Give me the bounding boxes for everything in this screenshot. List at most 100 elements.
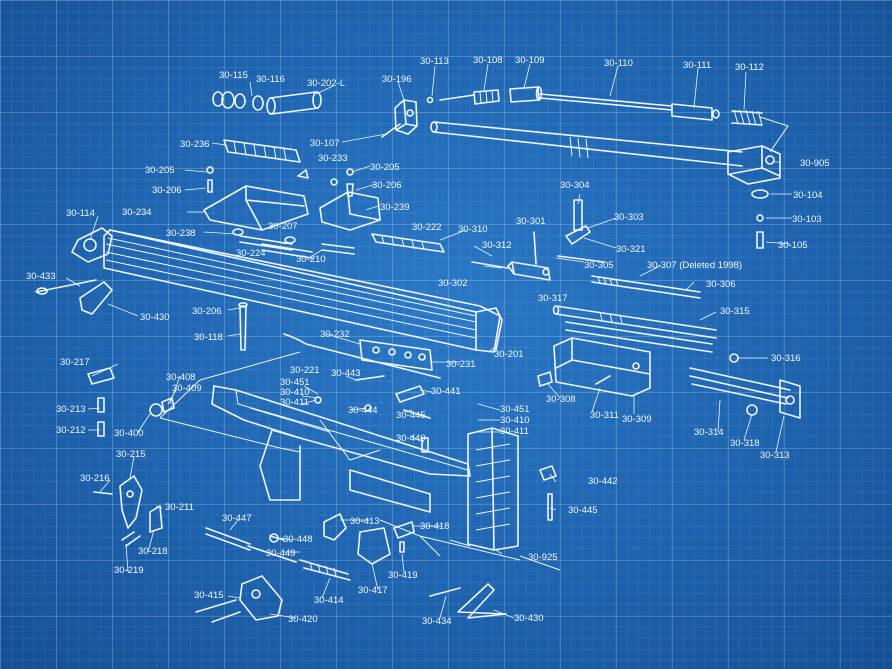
part-label: 30-215 (116, 449, 146, 460)
barrel-nut-104-103-105 (751, 189, 769, 249)
part-label: 30-317 (538, 293, 568, 304)
muzzle-rings (212, 91, 264, 111)
part-label: 30-408 (166, 372, 196, 383)
part-label: 30-231 (446, 359, 476, 370)
part-label: 30-118 (194, 332, 223, 343)
mount-239 (319, 191, 381, 231)
screws-205-206 (206, 166, 354, 197)
part-label: 30-308 (546, 394, 576, 405)
part-label: 30-211 (165, 502, 194, 513)
pin-118 (238, 302, 248, 351)
part-label: 30-105 (778, 240, 808, 251)
part-label: 30-409 (172, 383, 202, 394)
part-label: 30-418 (420, 521, 450, 532)
trigger-215 (93, 475, 163, 533)
part-label: 30-310 (458, 224, 488, 235)
part-label: 30-116 (256, 74, 285, 85)
part-label: 30-219 (114, 565, 144, 576)
part-label: 30-212 (56, 425, 86, 436)
part-label: 30-113 (420, 56, 449, 67)
part-label: 30-238 (166, 228, 196, 239)
wire-221 (283, 333, 441, 379)
part-label: 30-420 (288, 614, 318, 625)
receiver-201 (71, 227, 503, 353)
part-label: 30-234 (122, 207, 152, 218)
part-label: 30-314 (694, 427, 724, 438)
part-label: 30-447 (222, 513, 252, 524)
part-label: 30-107 (310, 138, 340, 149)
part-label: 30-304 (560, 180, 590, 191)
part-label: 30-905 (800, 158, 830, 169)
mag-release-433-430 (35, 279, 113, 315)
pin-107 (381, 123, 401, 138)
part-label: 30-444 (348, 405, 378, 416)
part-label: 30-414 (314, 595, 344, 606)
part-label: 30-115 (219, 70, 248, 81)
part-label: 30-110 (604, 58, 633, 69)
part-label: 30-301 (516, 216, 546, 227)
part-label: 30-196 (382, 74, 412, 85)
gas-block-196 (394, 99, 418, 135)
part-label: 30-417 (358, 585, 388, 596)
part-label: 30-222 (412, 222, 442, 233)
part-label: 30-108 (473, 55, 503, 66)
part-label: 30-303 (614, 212, 644, 223)
springs-305-307 (471, 255, 701, 299)
part-label: 30-239 (380, 202, 410, 213)
part-label: 30-236 (180, 139, 210, 150)
lever-217 (87, 367, 115, 385)
part-label: 30-413 (350, 516, 380, 527)
part-label: 30-415 (194, 590, 224, 601)
bolt-carrier-plate-231 (359, 339, 433, 371)
ball-316 (729, 353, 739, 363)
pins-213-212 (97, 397, 105, 437)
leader-lines (65, 63, 792, 619)
springs-414 (299, 559, 351, 581)
part-label: 30-305 (584, 260, 614, 271)
part-label: 30-218 (138, 546, 168, 557)
part-label: 30-434 (422, 616, 452, 627)
hammer-413-418 (323, 513, 415, 565)
part-label: 30-449 (266, 548, 296, 559)
part-label: 30-311 (590, 410, 619, 421)
part-label: 30-448 (283, 534, 313, 545)
part-label: 30-307 (Deleted 1998) (647, 260, 742, 271)
bolts-207-210-224-238 (232, 228, 355, 259)
buttons-408-400 (149, 397, 175, 417)
part-label: 30-309 (622, 414, 652, 425)
part-label: 30-114 (66, 208, 95, 219)
clip-233 (297, 169, 309, 179)
part-label: 30-451 (500, 404, 530, 415)
part-label: 30-451 (280, 377, 310, 388)
mag-catch-434-430 (429, 465, 557, 619)
part-label: 30-213 (56, 404, 86, 415)
part-label: 30-315 (720, 306, 750, 317)
part-label: 30-925 (528, 552, 558, 563)
part-label: 30-302 (438, 278, 468, 289)
part-labels: 30-115 30-116 30-202-L 30-196 30-113 30-… (26, 55, 830, 627)
part-label: 30-104 (793, 190, 823, 201)
mount-234 (203, 185, 309, 231)
part-label: 30-210 (296, 254, 326, 265)
part-label: 30-440 (396, 433, 426, 444)
disconnector-420 (195, 575, 283, 623)
part-label: 30-442 (588, 476, 618, 487)
part-label: 30-419 (388, 570, 418, 581)
part-label: 30-221 (290, 365, 320, 376)
part-label: 30-111 (683, 60, 711, 71)
part-label: 30-410 (500, 415, 530, 426)
part-label: 30-443 (331, 368, 361, 379)
rods-306-315 (552, 305, 717, 353)
part-label: 30-445 (396, 410, 426, 421)
part-label: 30-445 (568, 505, 598, 516)
barrel-extension-905 (727, 145, 781, 185)
part-label: 30-410 (280, 387, 310, 398)
part-label: 30-103 (792, 214, 822, 225)
part-label: 30-202-L (307, 78, 345, 89)
magazine-well-925 (467, 427, 519, 551)
block-308 (537, 371, 553, 387)
part-label: 30-207 (268, 221, 298, 232)
part-label: 30-206 (372, 180, 402, 191)
part-label: 30-201 (494, 349, 524, 360)
part-label: 30-232 (320, 329, 350, 340)
